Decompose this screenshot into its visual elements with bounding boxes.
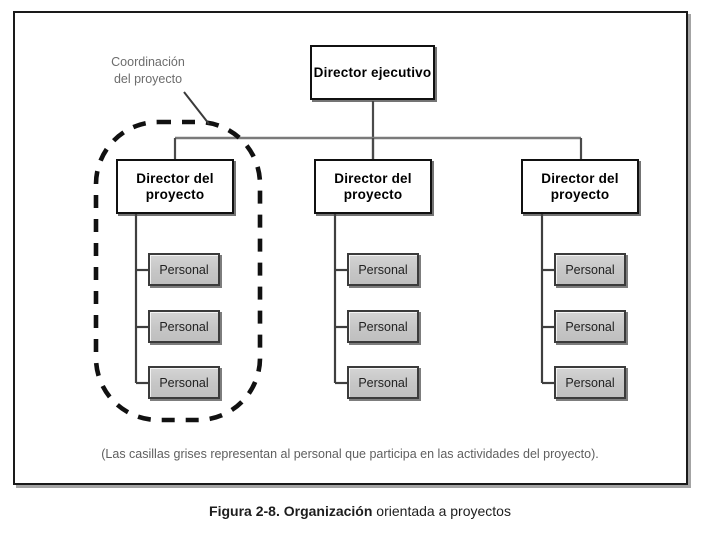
node-personal-3-2[interactable]: Personal (554, 310, 626, 343)
node-label: Personal (159, 319, 209, 334)
node-personal-1-1[interactable]: Personal (148, 253, 220, 286)
legend-note: (Las casillas grises representan al pers… (101, 447, 599, 461)
node-label: Personal (565, 319, 615, 334)
node-personal-1-3[interactable]: Personal (148, 366, 220, 399)
node-label: Personal (358, 319, 408, 334)
node-personal-3-1[interactable]: Personal (554, 253, 626, 286)
node-personal-3-3[interactable]: Personal (554, 366, 626, 399)
node-label: Personal (159, 375, 209, 390)
node-label: Personal (565, 375, 615, 390)
node-personal-2-2[interactable]: Personal (347, 310, 419, 343)
node-label: Personal (358, 375, 408, 390)
node-label: Director del proyecto (334, 171, 412, 202)
node-label: Director del proyecto (541, 171, 619, 202)
figure-caption: Figura 2-8. Organización orientada a pro… (0, 503, 720, 519)
node-personal-2-3[interactable]: Personal (347, 366, 419, 399)
node-director-proyecto-3[interactable]: Director del proyecto (521, 159, 639, 214)
node-personal-1-2[interactable]: Personal (148, 310, 220, 343)
node-director-proyecto-2[interactable]: Director del proyecto (314, 159, 432, 214)
node-label: Personal (565, 262, 615, 277)
node-label: Director ejecutivo (313, 64, 432, 80)
figure-caption-bold: Figura 2-8. Organización (209, 503, 373, 519)
node-personal-2-1[interactable]: Personal (347, 253, 419, 286)
node-label: Personal (358, 262, 408, 277)
coordination-annotation-label: Coordinación del proyecto (111, 55, 185, 86)
node-label: Director del proyecto (136, 171, 214, 202)
figure-caption-rest: orientada a proyectos (372, 503, 511, 519)
node-director-proyecto-1[interactable]: Director del proyecto (116, 159, 234, 214)
node-label: Personal (159, 262, 209, 277)
node-director-ejecutivo[interactable]: Director ejecutivo (310, 45, 435, 100)
